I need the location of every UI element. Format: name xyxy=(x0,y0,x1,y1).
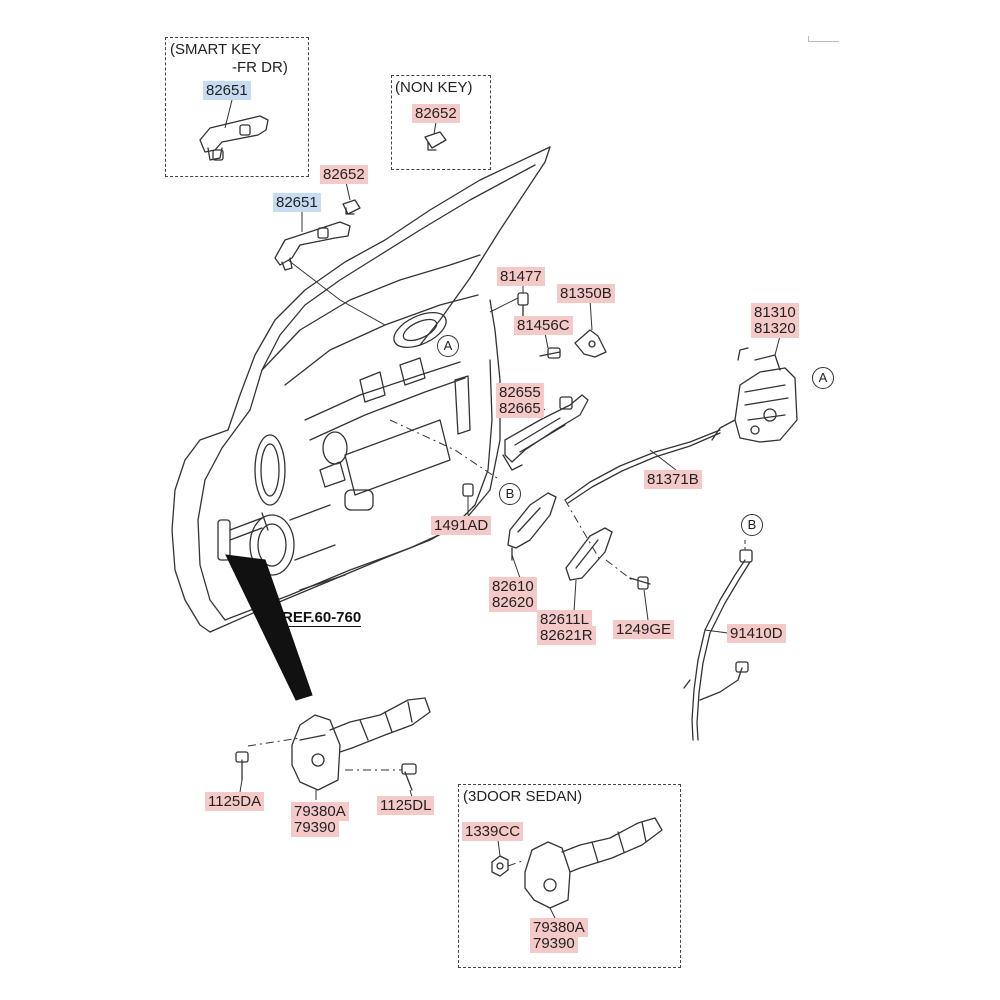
leader-handle-to-door xyxy=(287,259,386,326)
part-79390[interactable]: 79390 xyxy=(291,818,339,837)
ref-arrow xyxy=(259,599,269,623)
leader-79380a-3dr xyxy=(549,907,556,919)
leader-1249ge xyxy=(643,589,649,621)
outside-handle-smartkey xyxy=(199,115,269,161)
part-81310[interactable]: 81310 xyxy=(751,303,799,322)
screw-1249ge xyxy=(629,576,651,590)
three-door-box xyxy=(458,784,681,968)
part-81477[interactable]: 81477 xyxy=(497,267,545,286)
part-1125da[interactable]: 1125DA xyxy=(205,792,265,811)
leader-1339cc xyxy=(497,839,501,857)
screw-81477 xyxy=(517,292,529,317)
clip-1491ad xyxy=(462,483,474,497)
smart-key-box-title: (SMART KEY xyxy=(170,41,262,58)
leader-82610 xyxy=(511,554,521,579)
part-79390-3door[interactable]: 79390 xyxy=(530,934,578,953)
part-81350b[interactable]: 81350B xyxy=(557,284,615,303)
part-1491ad[interactable]: 1491AD xyxy=(431,516,492,535)
marker-b-cable: B xyxy=(741,514,763,536)
part-1249ge[interactable]: 1249GE xyxy=(613,620,675,639)
marker-a-latch: A xyxy=(812,367,834,389)
reference-label[interactable]: REF.60-760 xyxy=(282,609,362,627)
assembly-line-handle xyxy=(389,419,501,481)
part-1339cc[interactable]: 1339CC xyxy=(462,822,524,841)
latch-cable xyxy=(564,429,721,504)
assembly-line-latch xyxy=(564,499,601,561)
leader-81310 xyxy=(774,335,781,356)
part-82655[interactable]: 82655 xyxy=(496,383,544,402)
key-cylinder-cap-nonkey xyxy=(424,131,447,151)
part-81320[interactable]: 81320 xyxy=(751,319,799,338)
three-door-box-title: (3DOOR SEDAN) xyxy=(463,788,583,805)
part-82652-non-key[interactable]: 82652 xyxy=(412,104,460,123)
bolt-1125da xyxy=(235,751,249,781)
part-82652[interactable]: 82652 xyxy=(320,165,368,184)
assembly-line-3dr xyxy=(507,859,526,867)
leader-82652-nonkey xyxy=(433,121,437,135)
leader-82611l xyxy=(573,579,577,613)
leader-82652 xyxy=(345,181,351,201)
part-1125dl[interactable]: 1125DL xyxy=(377,796,435,815)
handle-cap xyxy=(342,199,361,215)
smart-key-box xyxy=(165,37,309,177)
part-82651-smart-key[interactable]: 82651 xyxy=(203,81,251,100)
door-checker-main xyxy=(291,697,431,791)
part-82651[interactable]: 82651 xyxy=(273,193,321,212)
part-79380a[interactable]: 79380A xyxy=(291,802,349,821)
part-82611l[interactable]: 82611L xyxy=(537,610,592,629)
part-81456c[interactable]: 81456C xyxy=(514,316,573,335)
non-key-box-title: (NON KEY) xyxy=(395,79,473,96)
wiring-harness-91410d xyxy=(683,549,753,741)
inside-handle-82610 xyxy=(507,492,557,561)
door-latch-assembly xyxy=(711,347,798,443)
corner-mark xyxy=(808,36,839,42)
outside-handle xyxy=(274,221,351,271)
inside-handle-frame xyxy=(502,394,589,471)
bolt-1125dl xyxy=(401,763,417,791)
leader-1125dl xyxy=(409,789,413,798)
part-82665[interactable]: 82665 xyxy=(496,399,544,418)
leader-81456c xyxy=(544,332,549,349)
door-hinge-mount xyxy=(217,512,269,561)
part-81371b[interactable]: 81371B xyxy=(644,470,702,489)
assembly-line-screw xyxy=(605,559,633,581)
leader-81350b xyxy=(589,299,593,331)
smart-key-box-subtitle: -FR DR) xyxy=(232,59,288,76)
non-key-box xyxy=(391,75,491,170)
leader-1125da xyxy=(239,779,243,793)
marker-a-door: A xyxy=(437,335,459,357)
leader-82651-smart xyxy=(224,99,233,129)
hinge-ribbon xyxy=(225,554,313,701)
leader-81477-door xyxy=(489,297,519,313)
part-79380a-3door[interactable]: 79380A xyxy=(530,918,588,937)
part-82620[interactable]: 82620 xyxy=(489,593,537,612)
door-inner-panel-features xyxy=(249,312,471,591)
leader-81371b xyxy=(649,449,677,471)
part-91410d[interactable]: 91410D xyxy=(727,624,786,643)
bolt-81456c xyxy=(539,347,561,359)
inside-handle-cover xyxy=(565,527,613,581)
part-82610[interactable]: 82610 xyxy=(489,577,537,596)
part-82621r[interactable]: 82621R xyxy=(537,626,596,645)
leader-91410d xyxy=(704,629,729,634)
assembly-line-checker xyxy=(247,737,402,771)
bracket-81350b xyxy=(574,329,607,358)
door-checker-3door xyxy=(524,817,663,909)
marker-b-handle: B xyxy=(499,483,521,505)
